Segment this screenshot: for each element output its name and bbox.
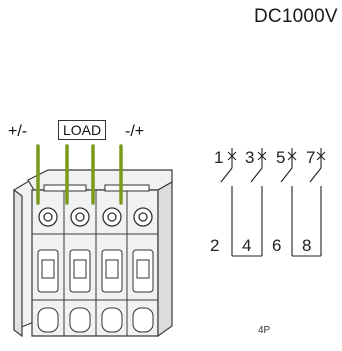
terminal-4: 4 xyxy=(242,236,252,255)
terminal-2: 2 xyxy=(210,236,220,255)
pole-schematic xyxy=(220,148,326,257)
terminal-3: 3 xyxy=(245,148,255,167)
voltage-rating: DC1000V xyxy=(254,6,338,27)
pole-count-label: 4P xyxy=(258,325,271,336)
terminal-5: 5 xyxy=(276,148,286,167)
terminal-7: 7 xyxy=(306,148,316,167)
bottom-terminals xyxy=(37,307,154,333)
terminal-screws xyxy=(38,207,153,227)
top-bridges xyxy=(43,184,150,192)
terminal-6: 6 xyxy=(272,236,282,255)
green-wires xyxy=(36,144,123,205)
terminal-1: 1 xyxy=(214,148,224,167)
pole-dividers xyxy=(32,190,158,336)
load-label-box: LOAD xyxy=(58,120,106,140)
terminal-8: 8 xyxy=(302,236,312,255)
polarity-label-right: -/+ xyxy=(125,123,145,140)
toggle-handles xyxy=(37,249,154,293)
polarity-label-left: +/- xyxy=(8,123,28,140)
